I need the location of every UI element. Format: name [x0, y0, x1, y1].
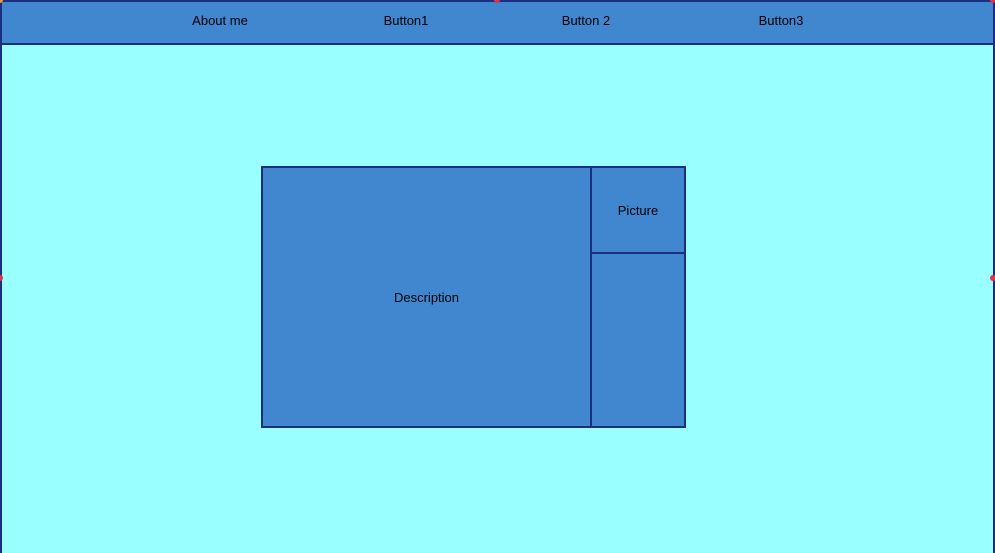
description-label: Description [393, 289, 460, 305]
picture-panel: Picture [590, 166, 686, 254]
resize-handle-right[interactable] [990, 275, 995, 281]
nav-button3[interactable]: Button3 [758, 13, 804, 28]
content-card: Description Picture [261, 166, 686, 428]
top-navigation-bar: About me Button1 Button 2 Button3 [2, 2, 993, 45]
resize-handle-top-left[interactable] [0, 0, 3, 3]
nav-button2[interactable]: Button 2 [561, 13, 611, 28]
picture-label: Picture [617, 202, 659, 218]
nav-button1[interactable]: Button1 [383, 13, 429, 28]
description-panel: Description [261, 166, 592, 428]
resize-handle-left[interactable] [0, 275, 3, 281]
resize-handle-top-right[interactable] [990, 0, 995, 3]
nav-about-me-button[interactable]: About me [192, 13, 248, 28]
resize-handle-top[interactable] [494, 0, 500, 3]
picture-lower-panel [590, 252, 686, 428]
